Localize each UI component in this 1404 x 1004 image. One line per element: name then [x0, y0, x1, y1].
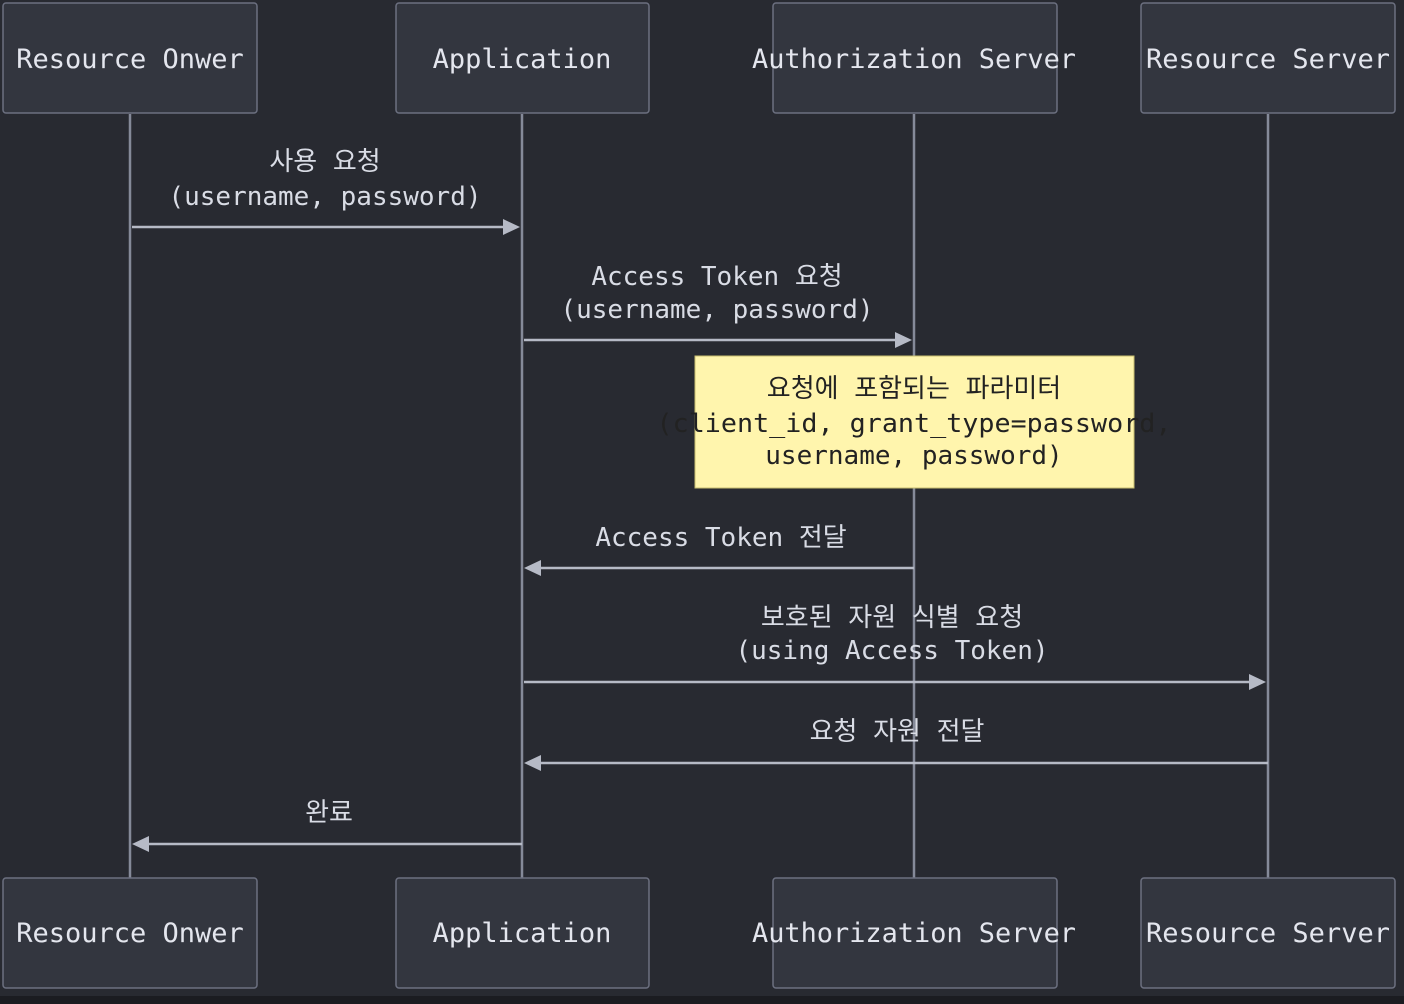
bottom-strip	[0, 996, 1404, 1004]
message-1-label-line-1: 사용 요청	[269, 147, 380, 177]
note-line-2: (client_id, grant_type=password,	[657, 409, 1172, 439]
message-1-arrowhead	[503, 219, 520, 235]
note-line-3: username, password)	[765, 441, 1062, 471]
actor-box-app-top	[395, 2, 650, 114]
actor-box-auth-bottom	[772, 877, 1058, 989]
message-4-arrowhead	[1249, 674, 1266, 690]
message-5-label-line-1: 요청 자원 전달	[810, 717, 985, 747]
actor-label-auth-top: Authorization Server	[752, 44, 1076, 75]
message-4-label-line-1: 보호된 자원 식별 요청	[761, 603, 1023, 633]
actor-box-resource-top	[1140, 2, 1396, 114]
message-3-label-line-1: Access Token 전달	[595, 523, 846, 553]
actor-label-auth-bottom: Authorization Server	[752, 918, 1076, 949]
message-2-arrowhead	[895, 332, 912, 348]
message-4-label-line-2: (using Access Token)	[735, 636, 1048, 666]
message-5-arrowhead	[524, 755, 541, 771]
actor-box-resource-bottom	[1140, 877, 1396, 989]
actor-label-owner-top: Resource Onwer	[16, 44, 244, 75]
actor-label-app-bottom: Application	[433, 918, 612, 949]
message-6-label-line-1: 완료	[305, 798, 353, 828]
message-6-arrowhead	[132, 836, 149, 852]
actor-label-resource-bottom: Resource Server	[1146, 918, 1390, 949]
actor-box-owner-bottom	[2, 877, 258, 989]
message-3-arrowhead	[524, 560, 541, 576]
note-line-1: 요청에 포함되는 파라미터	[767, 374, 1061, 404]
actor-box-auth-top	[772, 2, 1058, 114]
message-1-label-line-2: (username, password)	[168, 182, 481, 212]
note-box	[694, 355, 1135, 489]
actor-box-app-bottom	[395, 877, 650, 989]
message-2-label-line-1: Access Token 요청	[591, 262, 842, 292]
actor-label-resource-top: Resource Server	[1146, 44, 1390, 75]
actor-label-app-top: Application	[433, 44, 612, 75]
actor-label-owner-bottom: Resource Onwer	[16, 918, 244, 949]
actor-box-owner-top	[2, 2, 258, 114]
message-2-label-line-2: (username, password)	[560, 295, 873, 325]
